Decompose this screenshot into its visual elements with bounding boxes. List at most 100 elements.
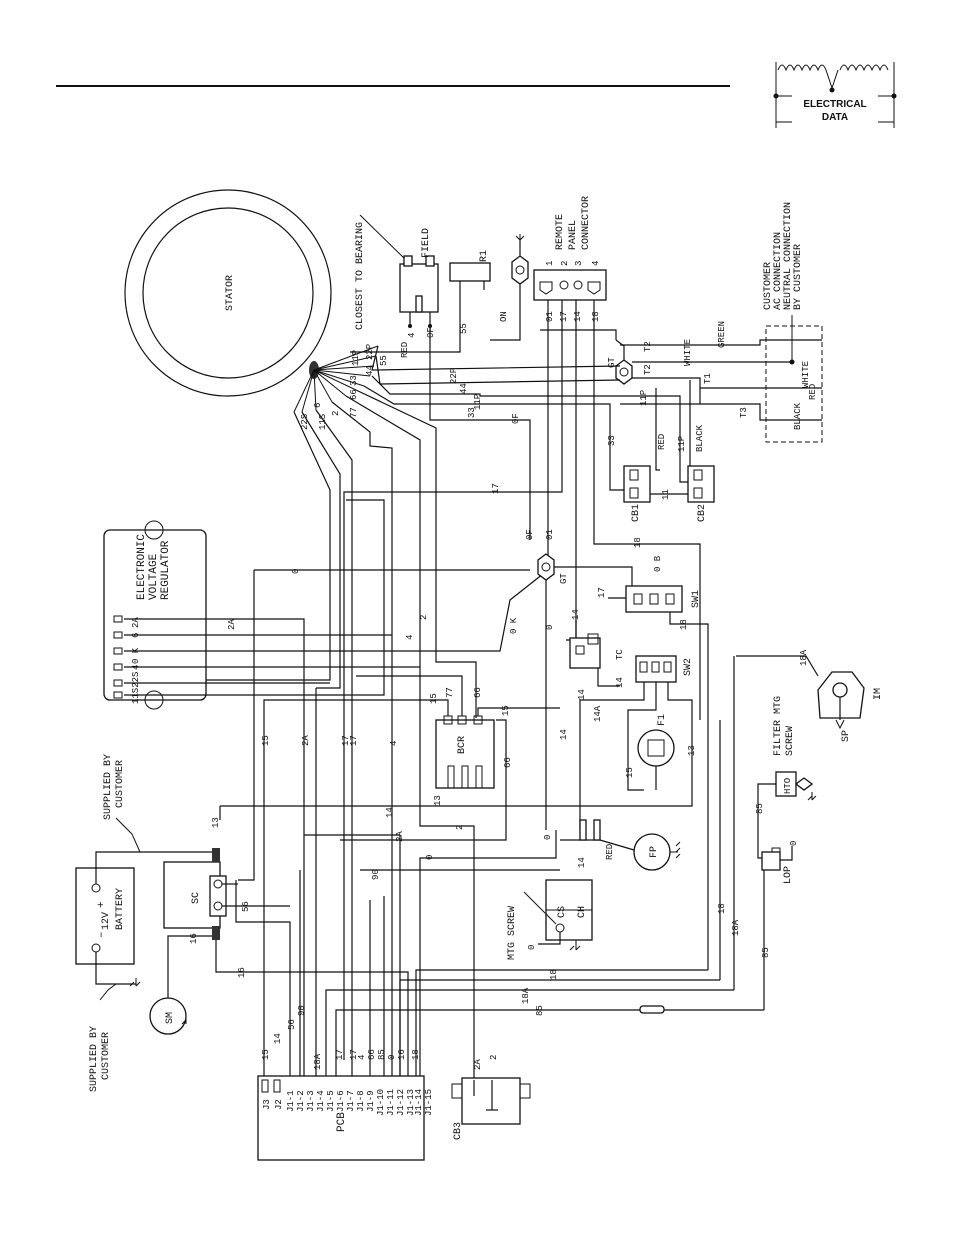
wire-label: 0: [387, 1055, 397, 1060]
wire-label: RED: [605, 844, 615, 860]
wire-label: CB1: [631, 504, 642, 522]
wire-label: CH: [577, 906, 588, 918]
wire-label: 0: [425, 855, 435, 860]
wire-label: J1-8: [356, 1090, 366, 1112]
wire-label: 18A: [313, 1053, 323, 1070]
inline-fuse: [579, 819, 587, 841]
stator: STATOR 22S 11S 6 2 77 66 33 44 11P 22P 5…: [124, 189, 409, 430]
closest-to-bearing-label: CLOSEST TO BEARING: [355, 222, 366, 330]
wire-label: J1-3: [306, 1090, 316, 1112]
wire-label: 2A: [131, 617, 141, 628]
wire-label: 15: [261, 735, 271, 746]
upper-wires: [160, 300, 822, 1060]
wire-label: 01: [545, 529, 555, 540]
wire-label: NEUTRAL CONNECTION: [783, 202, 794, 310]
wire-label: 17: [597, 587, 607, 598]
wire-label: 85: [535, 1005, 545, 1016]
wire-label: J1-7: [346, 1090, 356, 1112]
wire-label: SUPPLIED BY: [89, 1026, 100, 1092]
wire-label: WHITE: [801, 361, 811, 388]
wire-label: 14: [571, 609, 581, 620]
wire-label: BLACK: [695, 424, 705, 452]
wire-label: F1: [657, 714, 668, 726]
wire-label: J1-4: [316, 1090, 326, 1112]
wire-label: 12V: [101, 912, 112, 930]
wire-label: FILTER MTG: [773, 696, 784, 756]
wire-label: 0F: [426, 327, 436, 338]
sw1-switch: SW1 17 18: [597, 585, 709, 970]
wire-label: 18: [591, 311, 601, 322]
wire-label: J1-10: [376, 1089, 386, 1116]
wire-label: CUSTOMER: [763, 262, 774, 310]
wire-label: 18: [549, 969, 559, 980]
wire-label: 85: [377, 1049, 387, 1060]
wire-label: 0 K: [131, 647, 141, 664]
wire-label: RED: [808, 384, 818, 400]
pcb-board: PCB J3 J2 J1-1 J1-2 J1-3 J1-4 J1-5 J1-6 …: [257, 1005, 434, 1161]
wire-label: 85: [755, 803, 765, 814]
coil-left-icon: [777, 64, 827, 72]
wire-label: VOLTAGE: [148, 553, 160, 600]
wire-label: 1: [545, 261, 555, 266]
wire-label: 90: [297, 1005, 307, 1016]
wire-label: 0: [789, 841, 799, 846]
wire-label: 16: [189, 933, 199, 944]
wire-label: 2: [489, 1055, 499, 1060]
wire-label: 44: [459, 383, 469, 394]
sw2-switch: SW2 14 14A 14: [220, 655, 694, 830]
wire-label: 66: [349, 389, 359, 400]
wire-label: 0: [545, 625, 555, 630]
wire-label: 17: [491, 483, 501, 494]
wire-label: J1-14: [414, 1089, 424, 1116]
wire-label: 4: [407, 333, 417, 338]
wire-label: BLACK: [793, 402, 803, 430]
wire-label: GT: [559, 573, 569, 584]
wire-label: 77: [349, 407, 359, 418]
wire-label: 2: [331, 411, 341, 416]
electronic-voltage-regulator: ELECTRONIC VOLTAGE REGULATOR 2A 6 0 K 4 …: [103, 520, 207, 710]
wire-label: 4: [405, 635, 415, 640]
wire-label: 4: [357, 1055, 367, 1060]
wire-label: CB3: [453, 1122, 464, 1140]
wire-label: ELECTRONIC: [136, 534, 148, 600]
wire-label: CONNECTOR: [581, 196, 592, 250]
wire-label: 16: [237, 967, 247, 978]
electrical-data-logo: ELECTRICAL DATA: [773, 62, 897, 128]
wire-label: 55: [459, 323, 469, 334]
wire-label: 0 K: [509, 617, 519, 634]
wire-label: 33: [349, 375, 359, 386]
wire-label: +: [96, 901, 108, 908]
lower-wires: [215, 590, 765, 1080]
inline-fuse: [593, 819, 601, 841]
cb1-breaker: CB1: [623, 465, 651, 522]
wire-label: IM: [873, 688, 884, 700]
wire-label: 13: [211, 817, 221, 828]
wire-label: J1-13: [406, 1089, 416, 1116]
wire-label: J1-1: [286, 1090, 296, 1112]
wire-label: 11S: [318, 414, 328, 430]
wire-label: SP: [841, 730, 852, 742]
wire-label: 4: [389, 741, 399, 746]
ground-icon: [670, 841, 681, 859]
wire-label: 4: [591, 261, 601, 266]
wire-label: J1-11: [386, 1089, 396, 1116]
wire-label: SC: [191, 892, 202, 904]
wire-label: 2A: [395, 831, 405, 842]
wire-label: PCB: [336, 1112, 348, 1132]
wire-label: –: [96, 931, 108, 938]
wire-label: REMOTE: [555, 214, 566, 250]
wire-label: SW2: [683, 658, 694, 676]
wire-label: 77: [445, 687, 455, 698]
wire-label: 2A: [301, 735, 311, 746]
logo-line-1: ELECTRICAL: [803, 99, 866, 110]
ground-icon: [515, 234, 525, 241]
wire-label: 14: [273, 1033, 283, 1044]
wire-label: 18: [717, 903, 727, 914]
wire-label: 17: [349, 735, 359, 746]
wire-label: 18A: [521, 987, 531, 1004]
wire-label: 56: [287, 1019, 297, 1030]
wire-label: 90: [371, 869, 381, 880]
ignition-module: IM SP 18A: [736, 649, 884, 742]
wire-label: 18A: [799, 649, 809, 666]
